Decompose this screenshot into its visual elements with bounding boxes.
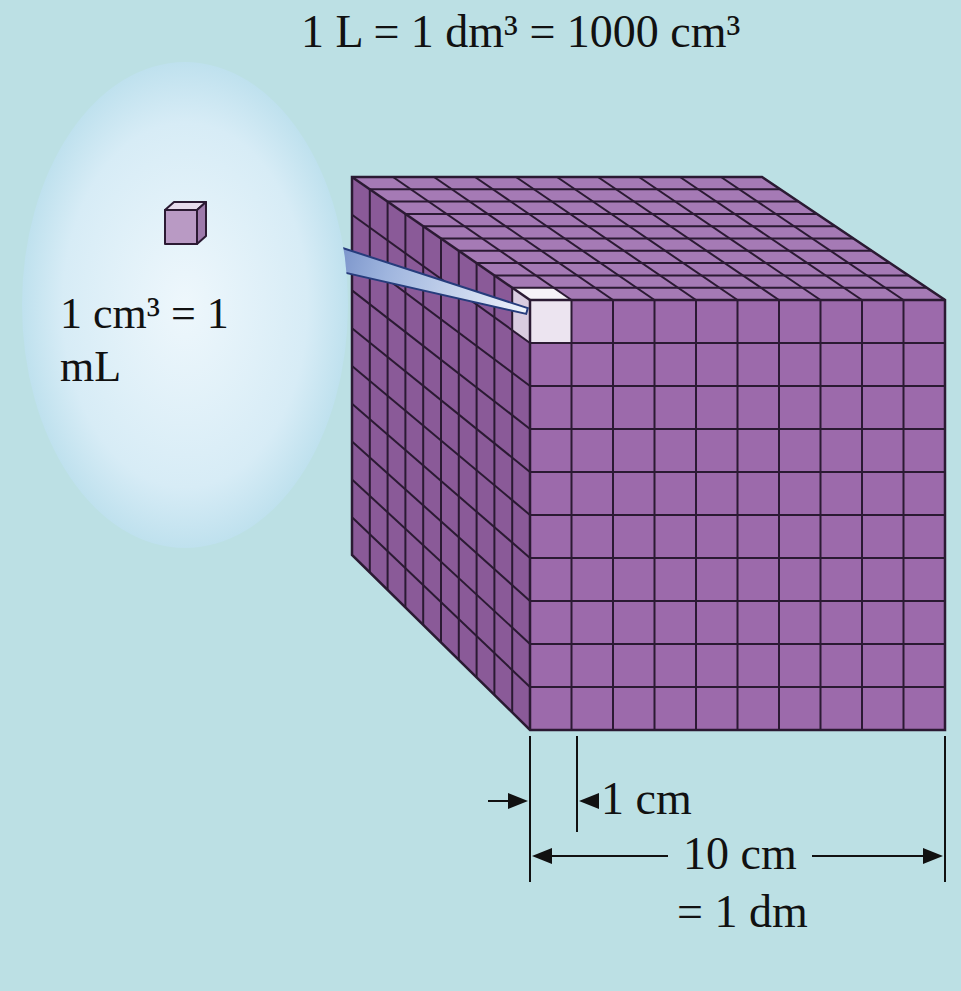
grid-line bbox=[476, 263, 478, 677]
grid-line bbox=[352, 479, 530, 644]
grid-line bbox=[530, 557, 945, 559]
dimension-lines bbox=[488, 736, 945, 882]
grid-line bbox=[530, 643, 945, 645]
grid-line bbox=[639, 177, 821, 300]
grid-line bbox=[598, 177, 779, 300]
grid-line bbox=[458, 251, 460, 660]
grid-line bbox=[778, 300, 780, 730]
dimension-label: 1 cm bbox=[601, 773, 692, 826]
cube-outline bbox=[352, 177, 945, 730]
grid-line bbox=[494, 274, 908, 276]
grid-line bbox=[530, 600, 945, 602]
grid-line bbox=[441, 238, 854, 240]
grid-line bbox=[352, 404, 530, 558]
dimension-label: 10 cm bbox=[683, 828, 797, 881]
grid-line bbox=[721, 177, 904, 300]
grid-line bbox=[861, 300, 863, 730]
grid-line bbox=[352, 517, 530, 687]
highlight-tile bbox=[530, 300, 572, 343]
grid-line bbox=[512, 287, 927, 289]
grid-line bbox=[459, 250, 872, 252]
grid-line bbox=[352, 442, 530, 601]
grid-line bbox=[477, 262, 890, 264]
grid-line bbox=[352, 366, 530, 515]
highlight-tile bbox=[512, 288, 530, 343]
callout-text: 1 cm³ = 1 mL bbox=[60, 288, 242, 394]
grid-line bbox=[493, 275, 495, 695]
grid-line bbox=[903, 300, 905, 730]
dimension-label: = 1 dm bbox=[677, 886, 808, 939]
grid-line bbox=[511, 288, 513, 713]
grid-line bbox=[530, 686, 945, 688]
grid-line bbox=[680, 177, 862, 300]
grid-line bbox=[530, 514, 945, 516]
small-cube bbox=[165, 202, 206, 244]
title: 1 L = 1 dm³ = 1000 cm³ bbox=[301, 6, 740, 59]
cube-front-face bbox=[530, 300, 945, 730]
grid-line bbox=[820, 300, 822, 730]
callout-ellipse: 1 cm³ = 1 mL bbox=[20, 60, 350, 550]
